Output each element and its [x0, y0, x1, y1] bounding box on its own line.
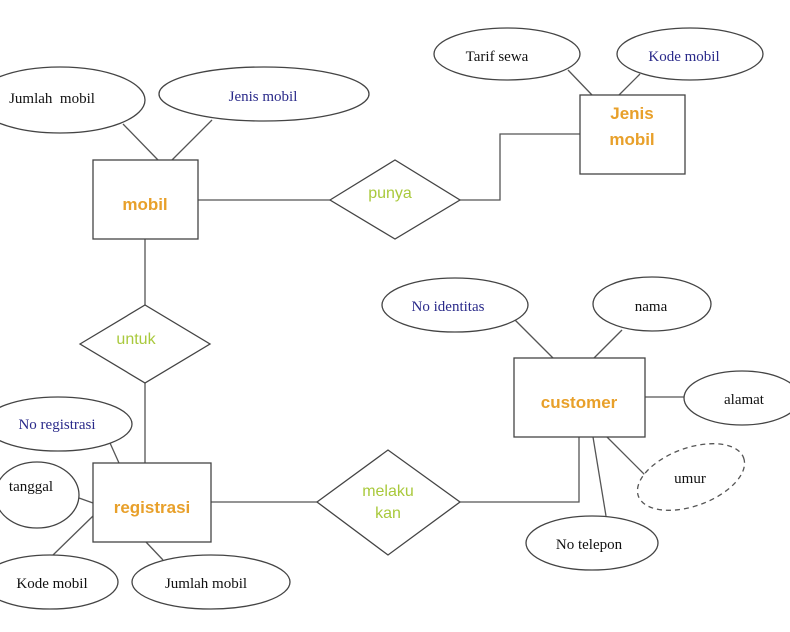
relationship-melakukan-label-line1: melaku — [362, 483, 414, 500]
attribute-cust-nama[interactable]: nama — [592, 276, 712, 332]
attribute-mobil-jenis-label: Jenis mobil — [229, 89, 298, 105]
connector-cust-umur — [606, 436, 646, 476]
attribute-cust-noid[interactable]: No identitas — [381, 277, 529, 333]
relationship-punya-label: punya — [368, 185, 412, 202]
attribute-reg-no[interactable]: No registrasi — [0, 396, 133, 452]
attribute-reg-kode[interactable]: Kode mobil — [0, 554, 119, 610]
relationship-melakukan-label-line2: kan — [375, 505, 401, 522]
relationship-punya[interactable]: punya — [328, 159, 462, 240]
connector-cust-nama — [593, 329, 623, 359]
relationship-untuk-label: untuk — [116, 331, 156, 348]
connector-reg-no — [109, 442, 120, 464]
attribute-reg-jumlah[interactable]: Jumlah mobil — [131, 554, 291, 610]
attribute-mobil-jumlah-label: Jumlah mobil — [9, 91, 95, 107]
attribute-cust-telepon-label: No telepon — [556, 537, 623, 553]
entity-mobil-label: mobil — [122, 195, 167, 214]
entity-registrasi-label: registrasi — [114, 498, 191, 517]
entity-customer-label: customer — [541, 393, 618, 412]
attribute-cust-telepon[interactable]: No telepon — [525, 515, 659, 571]
attribute-reg-jumlah-label: Jumlah mobil — [165, 576, 247, 592]
connector-mobil-jumlah — [122, 123, 159, 161]
connector-melakukan-customer — [460, 437, 580, 503]
connector-mobil-jenis — [171, 119, 213, 161]
connector-reg-jumlah — [145, 541, 164, 561]
connector-cust-noid — [514, 319, 554, 359]
connector-jenis-kode — [618, 73, 641, 96]
connector-reg-kode — [52, 515, 94, 556]
entity-jenis-mobil-label-line2: mobil — [609, 130, 654, 149]
attribute-mobil-jumlah[interactable]: Jumlah mobil — [0, 66, 146, 134]
attribute-reg-tanggal-label: tanggal — [9, 479, 53, 495]
attribute-mobil-jenis[interactable]: Jenis mobil — [158, 66, 370, 122]
attribute-cust-umur-label: umur — [674, 471, 706, 487]
attribute-reg-kode-label: Kode mobil — [16, 576, 87, 592]
relationship-melakukan[interactable]: melaku kan — [315, 449, 462, 556]
connector-punya-jenis-mobil — [460, 133, 580, 201]
relationship-untuk[interactable]: untuk — [78, 304, 212, 384]
attribute-jenis-tarif-label: Tarif sewa — [466, 49, 529, 65]
entity-customer[interactable]: customer — [513, 357, 646, 438]
attribute-jenis-tarif[interactable]: Tarif sewa — [433, 27, 581, 81]
attribute-reg-no-label: No registrasi — [18, 417, 95, 433]
entity-mobil[interactable]: mobil — [92, 159, 199, 240]
attribute-cust-alamat-label: alamat — [724, 392, 765, 408]
entity-jenis-mobil[interactable]: Jenis mobil — [579, 94, 686, 175]
attribute-jenis-kode[interactable]: Kode mobil — [616, 27, 764, 81]
attribute-reg-tanggal[interactable]: tanggal — [0, 461, 80, 529]
connector-cust-telepon — [592, 436, 607, 517]
connector-reg-tanggal — [78, 497, 94, 504]
connector-jenis-tarif — [567, 69, 593, 96]
entity-jenis-mobil-label-line1: Jenis — [610, 104, 653, 123]
entity-registrasi[interactable]: registrasi — [92, 462, 212, 543]
attribute-jenis-kode-label: Kode mobil — [648, 49, 719, 65]
attribute-cust-alamat[interactable]: alamat — [683, 370, 790, 426]
attribute-cust-nama-label: nama — [635, 299, 668, 315]
connectors — [52, 69, 685, 561]
attribute-cust-umur[interactable]: umur — [628, 431, 753, 524]
attribute-cust-noid-label: No identitas — [412, 299, 485, 315]
